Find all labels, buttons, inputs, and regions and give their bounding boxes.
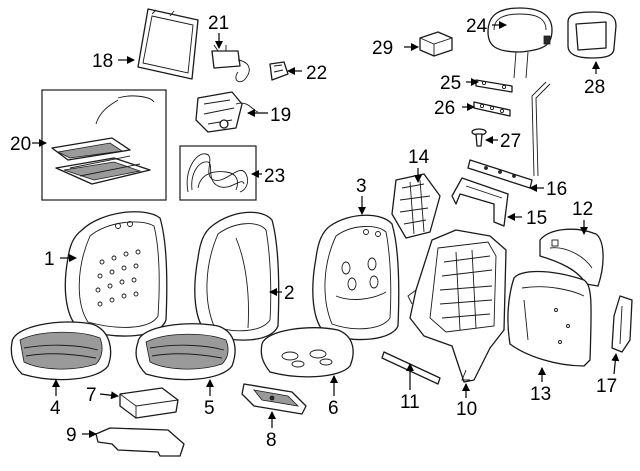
callout-14: 14 xyxy=(408,147,430,168)
part-22-connector[interactable] xyxy=(269,61,289,81)
callout-5: 5 xyxy=(204,398,215,419)
part-23-box xyxy=(179,145,257,201)
part-17-side-trim[interactable] xyxy=(611,295,633,353)
callout-28: 28 xyxy=(584,77,605,98)
part-15-bracket[interactable] xyxy=(451,177,509,227)
part-21-wiring-module[interactable] xyxy=(211,44,250,83)
callout-2: 2 xyxy=(284,283,295,304)
callout-20: 20 xyxy=(10,134,31,155)
callout-18: 18 xyxy=(92,51,113,72)
perforation-dots xyxy=(95,249,141,307)
headrest-rod xyxy=(531,81,551,177)
part-26-guide[interactable] xyxy=(473,101,511,117)
callout-26: 26 xyxy=(434,98,455,119)
callout-3: 3 xyxy=(356,176,367,197)
callout-6: 6 xyxy=(328,398,339,419)
leader-lines xyxy=(32,21,620,438)
part-29-foam-block[interactable] xyxy=(419,31,453,57)
part-18-side-panel[interactable] xyxy=(137,8,199,80)
part-14-lumbar-support[interactable] xyxy=(391,173,441,239)
callout-27: 27 xyxy=(500,131,521,152)
callout-8: 8 xyxy=(266,430,277,451)
part-27-pin[interactable] xyxy=(471,128,487,147)
part-28-headrest-cover[interactable] xyxy=(567,11,617,59)
part-9-plate[interactable] xyxy=(95,427,185,457)
callout-29: 29 xyxy=(372,38,393,59)
part-11-rod[interactable] xyxy=(381,351,441,385)
callout-13: 13 xyxy=(530,384,551,405)
callout-24: 24 xyxy=(466,16,488,37)
part-13-back-panel[interactable] xyxy=(507,270,592,367)
callout-17: 17 xyxy=(596,376,617,397)
callout-23: 23 xyxy=(264,166,285,187)
callout-19: 19 xyxy=(270,105,291,126)
part-5-seat-cushion[interactable] xyxy=(135,323,236,381)
part-6-seat-pad[interactable] xyxy=(260,327,354,378)
part-12-upper-back-cover[interactable] xyxy=(539,228,604,287)
part-24-headrest[interactable] xyxy=(487,7,553,79)
callout-labels: 18 21 22 19 20 23 24 28 29 25 26 27 14 1… xyxy=(10,13,617,451)
part-2-backrest-cover[interactable] xyxy=(194,211,280,341)
callout-11: 11 xyxy=(400,392,420,413)
callout-7: 7 xyxy=(86,385,97,406)
part-23-cables[interactable] xyxy=(186,153,249,193)
callout-12: 12 xyxy=(572,199,593,220)
part-25-guide[interactable] xyxy=(475,79,513,93)
part-3-backrest-pad[interactable] xyxy=(312,214,400,341)
part-19-lumbar-pump[interactable] xyxy=(195,91,259,133)
callout-21: 21 xyxy=(208,13,229,34)
callout-10: 10 xyxy=(456,399,477,420)
callout-4: 4 xyxy=(50,398,61,419)
callout-15: 15 xyxy=(526,208,547,229)
callout-16: 16 xyxy=(546,179,567,200)
part-4-seat-cushion-cover[interactable] xyxy=(10,321,112,381)
part-8-tray[interactable] xyxy=(241,383,307,415)
part-1-backrest-cover[interactable] xyxy=(64,211,168,337)
callout-9: 9 xyxy=(66,425,77,446)
part-20-seat-heater[interactable] xyxy=(51,95,155,185)
callout-25: 25 xyxy=(440,73,461,94)
part-10-seat-frame[interactable] xyxy=(407,229,507,383)
callout-22: 22 xyxy=(306,63,327,84)
callout-1: 1 xyxy=(44,249,55,270)
part-7-filler-pad[interactable] xyxy=(119,387,179,419)
